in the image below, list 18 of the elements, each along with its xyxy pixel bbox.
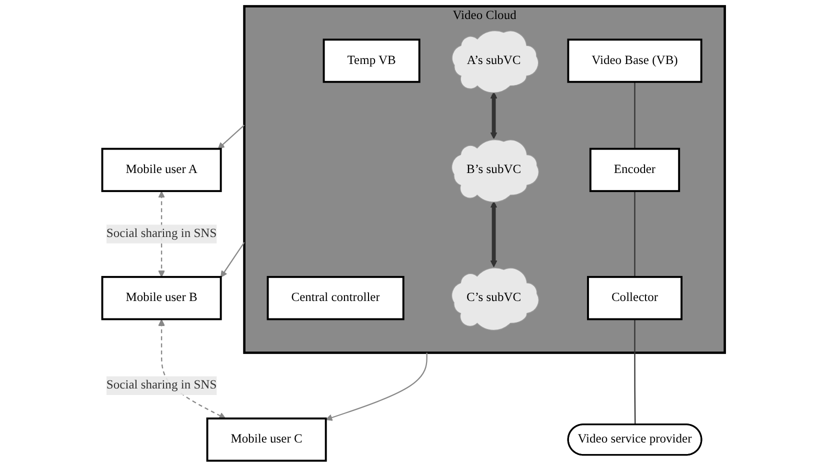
connector [634,319,636,425]
node-box: Mobile user B [101,276,222,320]
node-box: Mobile user A [101,148,222,192]
connector [634,82,636,149]
node-box: Temp VB [322,38,420,83]
node-box: Central controller [266,276,404,320]
node-box: Mobile user C [206,418,327,462]
connector [634,191,636,277]
arrow [218,124,245,150]
edge-label: Social sharing in SNS [106,226,217,240]
node-box: Video Base (VB) [567,38,702,83]
edge-label: Social sharing in SNS [106,378,217,392]
node-box: Collector [586,276,682,320]
arrow [490,201,498,268]
arrow [490,92,498,140]
node-box: Encoder [589,148,680,192]
arrow [326,352,428,421]
arrow [220,242,245,278]
